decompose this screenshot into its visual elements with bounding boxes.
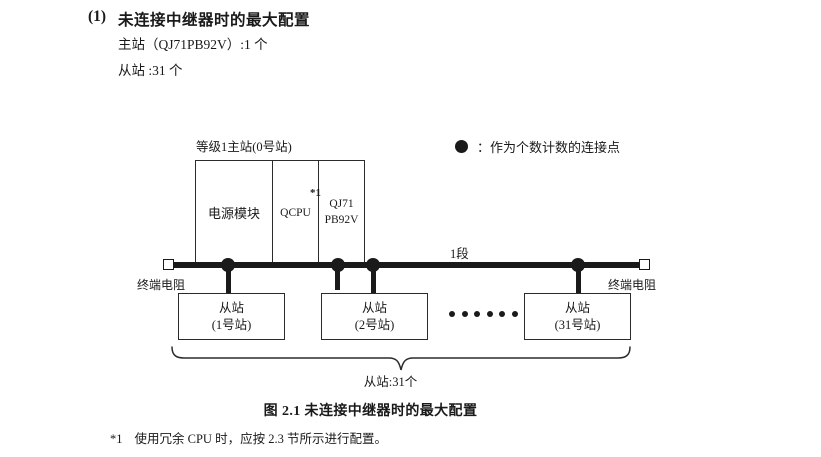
spec-slave-line: 从站 :31 个 xyxy=(118,63,183,78)
module-power-supply-label: 电源模块 xyxy=(207,206,260,221)
module-qcpu: QCPU *1 xyxy=(273,161,321,264)
filled-circle-icon-node-1 xyxy=(221,258,235,272)
slave-count-brace xyxy=(170,346,632,372)
ellipsis-dots-icon xyxy=(449,311,518,317)
ellipsis-dot xyxy=(461,311,468,317)
page-title: 未连接中继器时的最大配置 xyxy=(118,12,311,29)
slave-2-drop-line xyxy=(371,264,376,294)
master-station-label: 等级1主站(0号站) xyxy=(196,140,292,154)
filled-circle-icon xyxy=(455,140,468,153)
brace-icon xyxy=(171,346,631,371)
fieldbus-trunk-line xyxy=(172,262,644,268)
footnote-text: 使用冗余 CPU 时，应按 2.3 节所示进行配置。 xyxy=(134,432,387,446)
slave-station-box-2: 从站 (2号站) xyxy=(321,293,428,340)
white-square-icon-terminator-left xyxy=(163,259,174,270)
slave-station-title-2: 从站 xyxy=(361,300,387,315)
footnote-mark: *1 xyxy=(110,432,123,446)
module-power-supply: 电源模块 xyxy=(196,161,273,264)
slave-station-number-2: (2号站) xyxy=(354,317,395,332)
spec-master-line: 主站（QJ71PB92V）:1 个 xyxy=(118,37,268,52)
slave-station-number-1: (1号站) xyxy=(211,317,252,332)
module-qj71pb92v: QJ71 PB92V xyxy=(319,161,364,264)
ellipsis-dot xyxy=(499,311,505,317)
slave-station-title-1: 从站 xyxy=(218,300,244,315)
figure-caption: 图 2.1 未连接中继器时的最大配置 xyxy=(263,404,478,419)
footnote-marker: *1 xyxy=(310,187,321,199)
footnote: *1 使用冗余 CPU 时，应按 2.3 节所示进行配置。 xyxy=(110,428,387,447)
segment-label: 1段 xyxy=(450,247,469,261)
ellipsis-dot xyxy=(511,311,518,317)
slave-station-number-31: (31号站) xyxy=(554,317,601,332)
master-drop-line xyxy=(335,264,340,290)
terminator-right-label: 终端电阻 xyxy=(608,278,657,292)
filled-circle-icon-node-2 xyxy=(366,258,380,272)
slave-station-box-1: 从站 (1号站) xyxy=(178,293,285,340)
module-qj71pb92v-label-line2: PB92V xyxy=(324,213,359,226)
ellipsis-dot xyxy=(449,311,455,317)
slave-count-label: 从站:31个 xyxy=(363,375,418,389)
filled-circle-icon-node-master xyxy=(331,258,345,272)
white-square-icon-terminator-right xyxy=(639,259,650,270)
slave-1-drop-line xyxy=(226,264,231,294)
module-qcpu-label: QCPU xyxy=(280,206,311,219)
slave-station-box-31: 从站 (31号站) xyxy=(524,293,631,340)
module-qj71pb92v-label-line1: QJ71 xyxy=(329,198,354,211)
terminator-left-label: 终端电阻 xyxy=(137,278,186,292)
legend-label: ：作为个数计数的连接点 xyxy=(477,140,621,155)
slave-station-title-31: 从站 xyxy=(564,300,590,315)
legend: ：作为个数计数的连接点 xyxy=(455,137,620,156)
ellipsis-dot xyxy=(474,311,480,317)
filled-circle-icon-node-31 xyxy=(571,258,585,272)
heading-number: (1) xyxy=(88,8,107,25)
ellipsis-dot xyxy=(486,311,493,317)
master-rack: 电源模块 QCPU *1 QJ71 PB92V xyxy=(195,160,365,265)
slave-31-drop-line xyxy=(576,264,581,294)
